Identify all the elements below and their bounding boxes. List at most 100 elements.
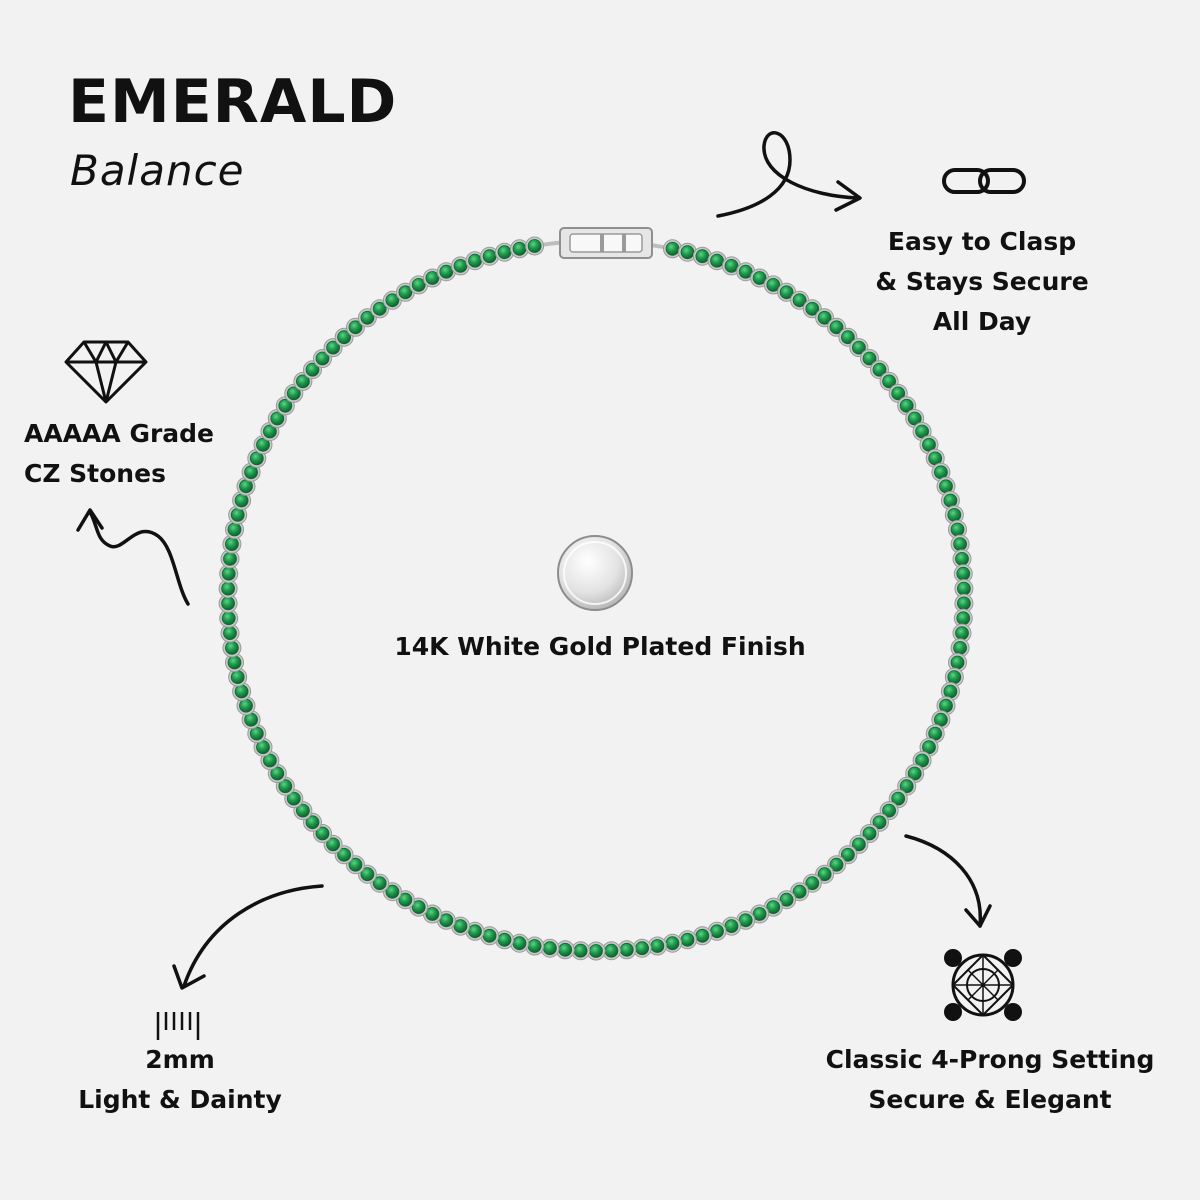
emerald-stone (680, 932, 695, 947)
emerald-stone (425, 907, 440, 921)
emerald-stone (256, 437, 270, 452)
chain-link-icon (942, 168, 1026, 194)
emerald-stone (779, 892, 794, 907)
emerald-stone (223, 626, 237, 640)
emerald-stone (792, 293, 807, 308)
emerald-stone (223, 552, 237, 566)
arrow-width (182, 884, 324, 988)
emerald-stone (385, 884, 400, 899)
arrow-setting (904, 834, 983, 928)
arrow-stones-head (76, 508, 104, 532)
emerald-stone (955, 552, 969, 566)
feature-finish-label: 14K White Gold Plated Finish (394, 632, 806, 661)
emerald-stone (899, 398, 914, 413)
emerald-stone (939, 479, 953, 494)
emerald-stone (817, 310, 832, 325)
emerald-stone (724, 919, 739, 933)
emerald-stone (512, 936, 527, 951)
emerald-stone (841, 330, 855, 345)
emerald-stone (738, 264, 753, 279)
emerald-stone (957, 581, 971, 596)
emerald-stone (695, 928, 710, 943)
emerald-stone (852, 837, 866, 852)
emerald-stone (527, 939, 542, 953)
arrow-clasp (716, 131, 860, 218)
emerald-stone (817, 867, 832, 882)
emerald-stone (468, 253, 482, 268)
emerald-stone (792, 884, 807, 899)
emerald-stone (262, 424, 277, 439)
emerald-stone (234, 684, 249, 699)
emerald-stone (286, 386, 301, 401)
emerald-stone (710, 253, 724, 268)
emerald-stone (891, 386, 906, 401)
emerald-stone (315, 351, 330, 366)
emerald-stone (234, 493, 249, 508)
emerald-stone (482, 249, 497, 264)
emerald-stone (221, 596, 236, 611)
emerald-stone (779, 285, 794, 300)
feature-finish: 14K White Gold Plated Finish (370, 627, 830, 667)
emerald-stone (453, 919, 468, 933)
emerald-stone (943, 684, 958, 699)
emerald-stone (955, 626, 969, 640)
emerald-stone (950, 655, 965, 670)
emerald-stone (680, 245, 695, 260)
emerald-stone (829, 320, 844, 335)
emerald-stone (665, 936, 680, 951)
feature-clasp: Easy to Clasp & Stays Secure All Day (860, 222, 1104, 342)
emerald-stone (411, 277, 426, 292)
silver-disc-icon (557, 535, 633, 611)
emerald-stone (512, 241, 527, 256)
arrow-stones (88, 510, 190, 606)
emerald-stone (872, 815, 887, 830)
bracelet-clasp (559, 227, 653, 259)
emerald-stone (439, 913, 454, 928)
emerald-stone (468, 924, 482, 939)
emerald-stone (956, 611, 971, 626)
emerald-stone (752, 271, 767, 285)
bracelet-stones (218, 236, 974, 961)
emerald-stone (899, 779, 914, 794)
emerald-stone (907, 766, 922, 781)
emerald-stone (766, 277, 781, 292)
emerald-stone (558, 942, 573, 957)
emerald-stone (439, 264, 454, 279)
feature-width-line-1: 2mm (145, 1045, 215, 1074)
emerald-stone (270, 411, 285, 426)
feature-clasp-line-1: Easy to Clasp (887, 227, 1077, 256)
feature-width: 2mm Light & Dainty (60, 1040, 300, 1120)
feature-stones-line-2: CZ Stones (24, 459, 166, 488)
emerald-stone (953, 641, 967, 655)
emerald-stone (385, 293, 400, 308)
emerald-stone (224, 641, 239, 655)
emerald-stone (872, 362, 887, 377)
emerald-stone (372, 301, 387, 316)
feature-setting: Classic 4-Prong Setting Secure & Elegant (790, 1040, 1190, 1120)
emerald-stone (315, 826, 330, 841)
feature-clasp-line-2: & Stays Secure (875, 267, 1089, 296)
page-subtitle: Balance (70, 146, 245, 195)
emerald-stone (230, 670, 245, 684)
emerald-stone (360, 867, 375, 882)
emerald-stone (270, 766, 285, 781)
emerald-stone (348, 857, 363, 872)
emerald-stone (224, 537, 239, 551)
feature-stones-line-1: AAAAA Grade (24, 419, 215, 448)
page-title: EMERALD (68, 67, 398, 137)
emerald-stone (953, 537, 967, 551)
emerald-stone (398, 892, 413, 907)
emerald-stone (619, 942, 634, 957)
four-prong-setting-icon (944, 949, 1022, 1021)
emerald-stone (221, 581, 236, 596)
emerald-stone (882, 374, 896, 389)
emerald-stone (527, 239, 542, 253)
arrow-width-head (172, 964, 206, 990)
emerald-stone (372, 876, 387, 891)
emerald-stone (950, 522, 965, 537)
emerald-stone (947, 508, 962, 522)
ruler-icon (156, 1012, 200, 1040)
feature-stones: AAAAA Grade CZ Stones (24, 414, 214, 494)
emerald-stone (805, 876, 820, 891)
emerald-stone (305, 815, 320, 830)
